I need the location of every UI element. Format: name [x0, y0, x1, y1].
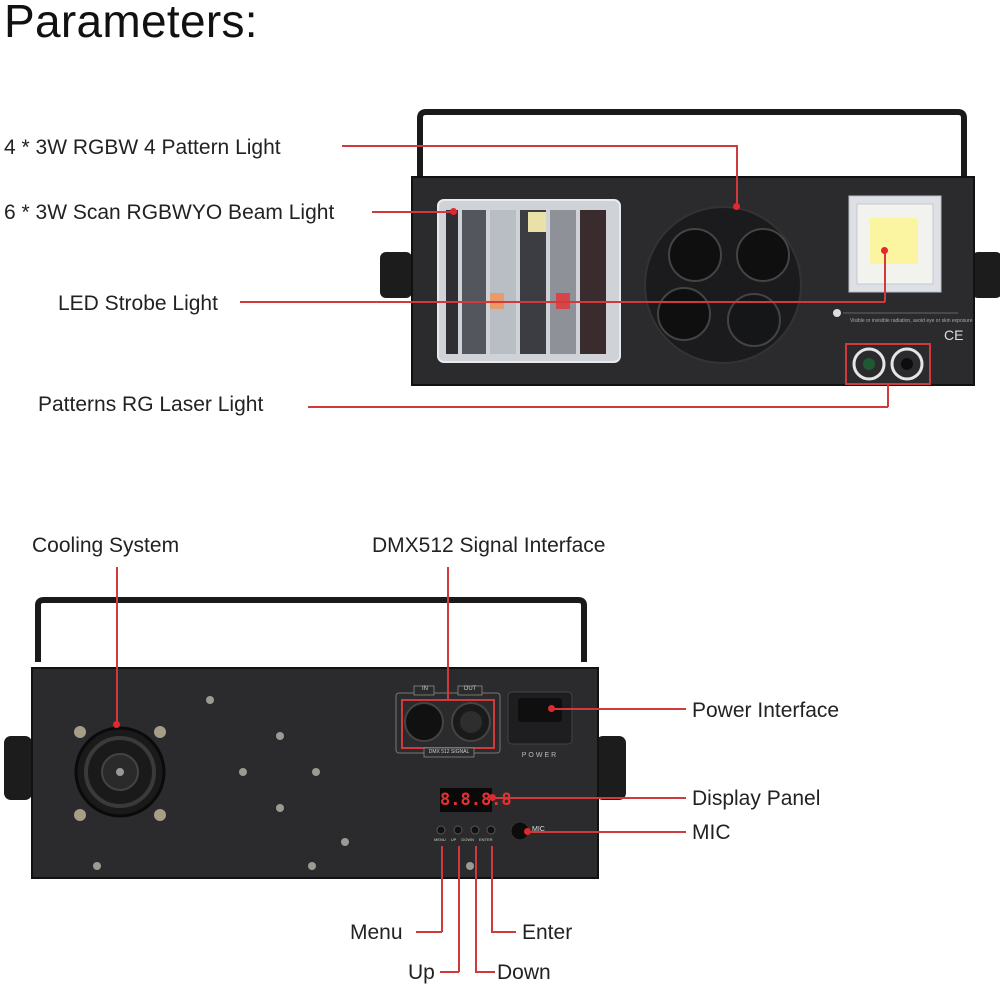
btn-menu-label: MENU — [434, 837, 446, 842]
label-power-interface: Power Interface — [692, 699, 840, 722]
label-dmx512: DMX512 Signal Interface — [372, 534, 606, 557]
callout-line — [736, 145, 738, 207]
button-panel-labels: MENU UP DOWN ENTER — [434, 837, 493, 842]
callout-line — [447, 567, 449, 701]
label-enter: Enter — [522, 921, 573, 944]
callout-line — [458, 846, 460, 972]
ce-mark: CE — [944, 327, 964, 343]
callout-line — [528, 831, 686, 833]
callout-line — [116, 567, 118, 725]
dmx-in-label: IN — [422, 686, 428, 692]
callout-line — [475, 846, 477, 972]
dmx-signal-label: DMX 512 SIGNAL — [428, 749, 470, 755]
callout-dot — [113, 721, 120, 728]
back-knob-right — [596, 736, 626, 800]
strobe-light-module — [848, 195, 942, 293]
callout-line — [372, 211, 454, 213]
callout-dot — [450, 208, 457, 215]
label-up: Up — [408, 961, 435, 984]
label-mic: MIC — [692, 821, 731, 844]
mic-panel-label: MIC — [532, 826, 545, 833]
display-readout: 8.8.8.8 — [440, 790, 512, 810]
front-knob-left — [380, 252, 412, 298]
svg-text:Visible or invisible radiation: Visible or invisible radiation, avoid ey… — [850, 318, 973, 324]
front-handle — [417, 109, 967, 178]
callout-line — [887, 385, 889, 407]
power-inlet — [507, 691, 573, 745]
callout-line — [884, 250, 886, 302]
btn-up-label: UP — [450, 837, 457, 842]
label-laser-light: Patterns RG Laser Light — [38, 393, 264, 416]
callout-line — [475, 971, 495, 973]
callout-line — [240, 301, 885, 303]
callout-dot — [881, 247, 888, 254]
pattern-light-module — [644, 206, 802, 364]
callout-line — [491, 931, 516, 933]
callout-line — [342, 145, 737, 147]
callout-dot — [733, 203, 740, 210]
back-handle — [35, 597, 587, 662]
beam-light-module — [437, 199, 621, 363]
label-cooling-system: Cooling System — [32, 534, 180, 557]
label-beam-light: 6 * 3W Scan RGBWYO Beam Light — [4, 201, 335, 224]
dmx-out-label: OUT — [463, 686, 477, 692]
label-display-panel: Display Panel — [692, 787, 821, 810]
laser-light-module — [845, 343, 931, 385]
callout-line — [416, 931, 442, 933]
callout-dot — [524, 828, 531, 835]
callout-dot — [489, 794, 496, 801]
callout-line — [308, 406, 888, 408]
btn-down-label: DOWN — [461, 837, 475, 842]
label-pattern-light: 4 * 3W RGBW 4 Pattern Light — [4, 136, 281, 159]
page-title: Parameters: — [4, 0, 258, 47]
dmx-connectors — [395, 685, 501, 758]
callout-line — [552, 708, 686, 710]
callout-dot — [548, 705, 555, 712]
callout-line — [491, 846, 493, 932]
btn-enter-label: ENTER — [479, 837, 493, 842]
callout-line — [492, 797, 686, 799]
screws — [93, 696, 474, 870]
control-buttons — [436, 825, 496, 835]
display-panel-screen — [440, 788, 492, 812]
label-menu: Menu — [350, 921, 403, 944]
cooling-fan — [74, 726, 166, 821]
callout-line — [441, 846, 443, 932]
callout-line — [440, 971, 459, 973]
front-knob-right — [972, 252, 1000, 298]
label-down: Down — [497, 961, 551, 984]
label-strobe-light: LED Strobe Light — [58, 292, 218, 315]
power-panel-label: POWER — [521, 752, 559, 759]
back-knob-left — [4, 736, 32, 800]
